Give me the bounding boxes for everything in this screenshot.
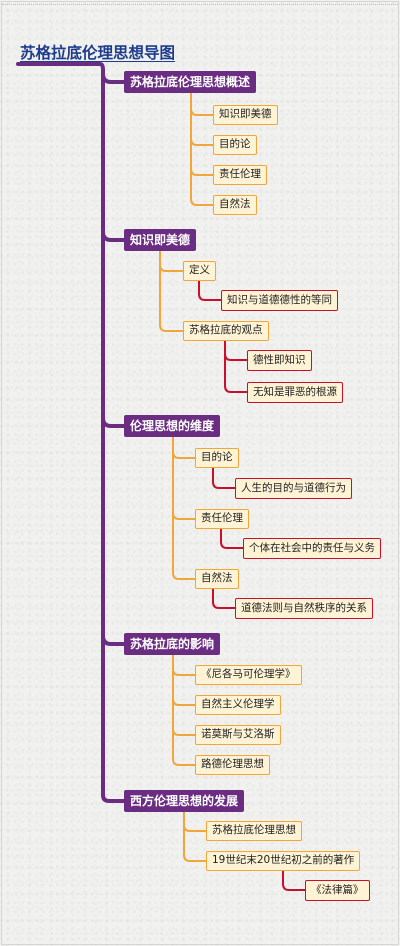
topic-responsibility-ethics[interactable]: 责任伦理 — [213, 165, 267, 185]
l2-connector — [159, 264, 184, 272]
trunk-branch-connector — [101, 634, 126, 646]
trunk-line — [16, 62, 126, 803]
l3-connector — [224, 340, 248, 393]
topic-naturalist-ethics[interactable]: 自然主义伦理学 — [195, 695, 281, 715]
topic-socratic-ethics[interactable]: 苏格拉底伦理思想 — [206, 821, 302, 841]
l2-connector — [172, 436, 196, 580]
topic-pre-20th-works[interactable]: 19世纪末20世纪初之前的著作 — [206, 851, 361, 871]
topic-knowledge-is-virtue[interactable]: 知识即美德 — [213, 105, 278, 125]
topic-definition[interactable]: 定义 — [183, 261, 216, 281]
l3-connector — [220, 528, 244, 549]
mindmap-title[interactable]: 苏格拉底伦理思想导图 — [20, 44, 176, 62]
topic-teleology-2[interactable]: 目的论 — [195, 448, 239, 468]
l2-connector — [183, 824, 207, 832]
l2-connector — [172, 698, 196, 706]
l2-connector — [190, 108, 214, 116]
l2-connector — [190, 168, 214, 176]
leaf-laws[interactable]: 《法律篇》 — [305, 880, 370, 901]
leaf-virtue-is-knowledge[interactable]: 德性即知识 — [247, 350, 312, 371]
leaf-knowledge-moral-equivalence[interactable]: 知识与道德德性的等同 — [221, 290, 338, 311]
trunk-branch-connector — [101, 230, 126, 242]
leaf-moral-natural-order[interactable]: 道德法则与自然秩序的关系 — [235, 598, 373, 619]
topic-teleology[interactable]: 目的论 — [213, 135, 257, 155]
leaf-ignorance-root-of-evil[interactable]: 无知是罪恶的根源 — [247, 382, 343, 403]
l2-connector — [172, 451, 196, 459]
leaf-individual-duty[interactable]: 个体在社会中的责任与义务 — [243, 538, 381, 559]
l2-connector — [190, 138, 214, 146]
branch-knowledge-is-virtue[interactable]: 知识即美德 — [124, 229, 197, 251]
l2-connector — [172, 512, 196, 520]
topic-luther-ethics[interactable]: 路德伦理思想 — [195, 755, 270, 775]
branch-dimensions[interactable]: 伦理思想的维度 — [124, 415, 221, 437]
topic-natural-law-2[interactable]: 自然法 — [195, 569, 239, 589]
l2-connector — [159, 250, 184, 332]
l2-connector — [172, 668, 196, 676]
branch-influence[interactable]: 苏格拉底的影响 — [124, 633, 221, 655]
topic-natural-law[interactable]: 自然法 — [213, 195, 257, 215]
l3-connector — [212, 588, 236, 609]
trunk-branch-connector — [101, 72, 126, 84]
l3-connector — [224, 353, 248, 361]
branch-overview[interactable]: 苏格拉底伦理思想概述 — [124, 71, 257, 93]
trunk-branch-connector — [101, 416, 126, 428]
branch-western-development[interactable]: 西方伦理思想的发展 — [124, 790, 245, 812]
leaf-life-purpose[interactable]: 人生的目的与道德行为 — [235, 478, 352, 499]
l3-connector — [282, 870, 306, 891]
l2-connector — [183, 811, 207, 862]
l2-connector — [172, 654, 196, 766]
l2-connector — [172, 728, 196, 736]
l2-connector — [190, 92, 214, 206]
topic-nicomachean-ethics[interactable]: 《尼各马可伦理学》 — [195, 665, 302, 685]
topic-responsibility-2[interactable]: 责任伦理 — [195, 509, 249, 529]
l3-connector — [198, 280, 222, 301]
l3-connector — [212, 467, 236, 489]
topic-nomos-eros[interactable]: 诺莫斯与艾洛斯 — [195, 725, 281, 745]
topic-socrates-view[interactable]: 苏格拉底的观点 — [183, 321, 269, 341]
